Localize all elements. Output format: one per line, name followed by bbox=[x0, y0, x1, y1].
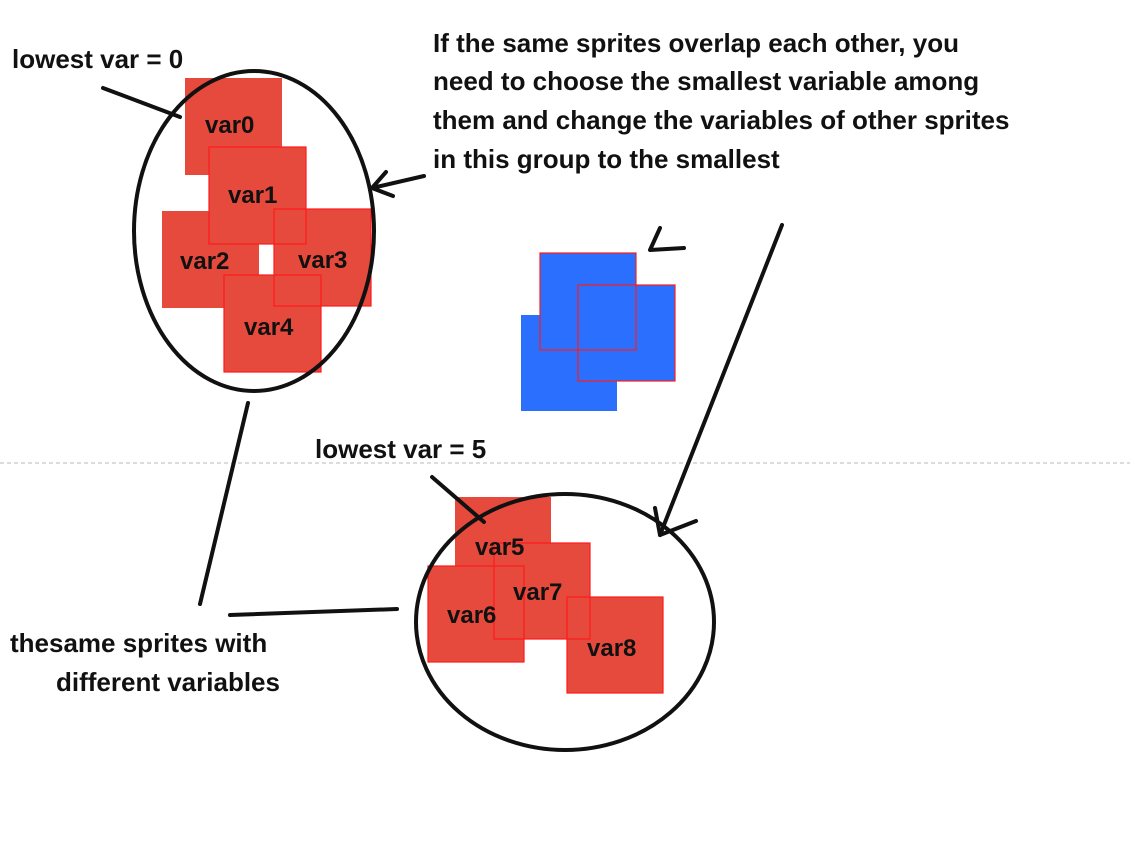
sprite-label-var3: var3 bbox=[298, 247, 347, 274]
arrowhead-top-group bbox=[370, 170, 395, 198]
bottom-group-ellipse bbox=[414, 492, 716, 752]
arrowhead-bottom-group bbox=[653, 506, 698, 537]
sprite-label-var1: var1 bbox=[228, 182, 277, 209]
arrowhead-blue-group bbox=[648, 226, 686, 252]
connector-caption-to-bottom-group bbox=[228, 607, 399, 617]
caption-text: thesame sprites with different variables bbox=[10, 628, 280, 697]
arrow-instruction-to-top-group bbox=[370, 174, 426, 190]
connector-caption-to-top-group bbox=[198, 401, 250, 606]
sprite-label-var6: var6 bbox=[447, 602, 496, 629]
sprite-var7-outline bbox=[493, 542, 591, 640]
bottom-sprite-group: var5 var6 var7 var8 bbox=[427, 497, 664, 694]
sprite-var6-outline bbox=[427, 565, 525, 663]
arrow-instruction-to-bottom-group bbox=[658, 223, 784, 537]
top-sprite-group: var0 var1 var2 var3 var4 bbox=[162, 78, 372, 373]
instruction-line-4: in this group to the smallest bbox=[433, 144, 780, 174]
instruction-line-2: need to choose the smallest variable amo… bbox=[433, 66, 979, 96]
caption-line-1: thesame sprites with bbox=[10, 628, 267, 658]
instruction-line-3: them and change the variables of other s… bbox=[433, 105, 1009, 135]
instruction-line-1: If the same sprites overlap each other, … bbox=[433, 28, 959, 58]
sprite-var4 bbox=[224, 275, 321, 372]
blue-sprite-1-outline bbox=[539, 252, 637, 351]
sprite-label-var4: var4 bbox=[244, 314, 294, 341]
sprite-var4-outline bbox=[223, 274, 322, 373]
sprite-var6 bbox=[428, 566, 524, 662]
sprite-var1-outline bbox=[208, 146, 307, 245]
caption-line-2: different variables bbox=[56, 667, 280, 697]
sprite-var8 bbox=[567, 597, 663, 693]
top-group-ellipse bbox=[132, 69, 376, 393]
lowest-var-bottom-label: lowest var = 5 bbox=[315, 434, 486, 464]
sprite-label-var8: var8 bbox=[587, 635, 636, 662]
sprite-label-var0: var0 bbox=[205, 112, 254, 139]
sprite-label-var7: var7 bbox=[513, 579, 562, 606]
sprite-label-var5: var5 bbox=[475, 534, 524, 561]
sprite-label-var2: var2 bbox=[180, 248, 229, 275]
pointer-lowest-var-top bbox=[101, 86, 182, 119]
instruction-text: If the same sprites overlap each other, … bbox=[433, 28, 1009, 174]
sprite-var8-outline bbox=[566, 596, 664, 694]
blue-sprite-group bbox=[521, 252, 676, 411]
lowest-var-top-label: lowest var = 0 bbox=[12, 44, 183, 74]
blue-sprite-2-outline bbox=[577, 284, 676, 382]
pointer-lowest-var-bottom bbox=[430, 475, 486, 524]
blue-sprite-3 bbox=[521, 315, 617, 411]
